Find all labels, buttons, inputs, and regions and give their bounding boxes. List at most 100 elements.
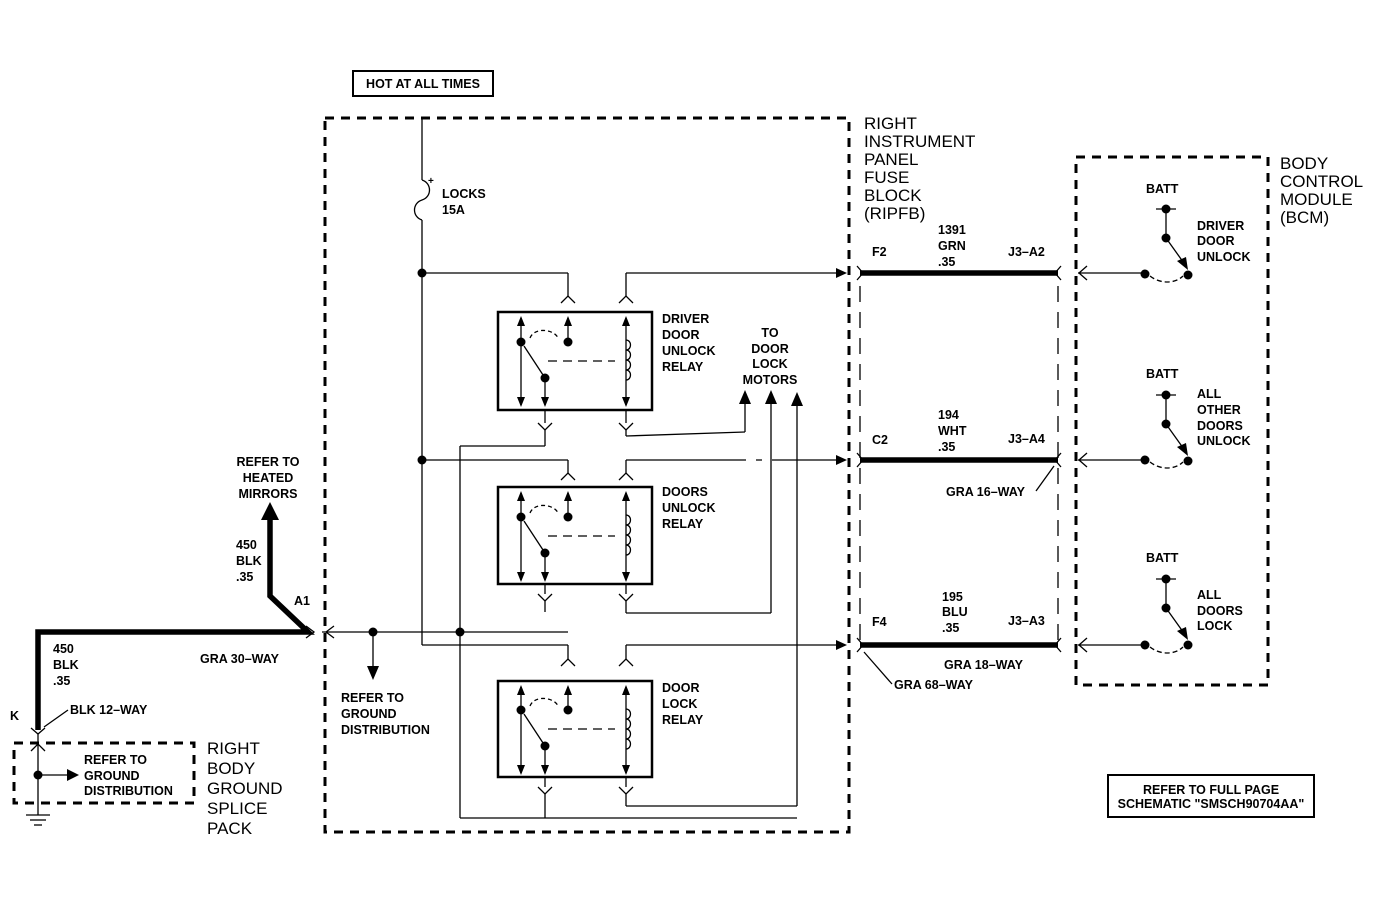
svg-text:.35: .35 — [236, 570, 253, 584]
splice-pack: REFER TO GROUND DISTRIBUTION RIGHT BODY … — [12, 734, 283, 838]
svg-text:RELAY: RELAY — [662, 517, 704, 531]
svg-text:BATT: BATT — [1146, 367, 1179, 381]
svg-text:GROUND: GROUND — [207, 779, 283, 798]
bcm-border — [1074, 155, 1270, 687]
svg-text:ALL: ALL — [1197, 387, 1222, 401]
svg-text:DOORS: DOORS — [1197, 419, 1243, 433]
svg-text:PACK: PACK — [207, 819, 253, 838]
fuse-icon — [413, 179, 431, 221]
svg-text:BLK 12–WAY: BLK 12–WAY — [70, 703, 148, 717]
svg-text:REFER TO: REFER TO — [341, 691, 404, 705]
svg-text:UNLOCK: UNLOCK — [1197, 434, 1250, 448]
svg-text:.35: .35 — [942, 621, 959, 635]
svg-text:F4: F4 — [872, 615, 887, 629]
svg-text:REFER TO FULL PAGE: REFER TO FULL PAGE — [1143, 783, 1279, 797]
svg-text:TO: TO — [761, 326, 778, 340]
svg-text:REFER TO: REFER TO — [84, 753, 147, 767]
bcm-switch-driver-door-unlock: BATT DRIVER DOOR UNLOCK — [1078, 182, 1250, 283]
svg-text:DOOR: DOOR — [1197, 234, 1235, 248]
bcm-switch-all-other-doors-unlock: BATT ALL OTHER DOORS UNLOCK — [1078, 367, 1250, 469]
svg-text:195: 195 — [942, 590, 963, 604]
ground-icon — [26, 814, 50, 826]
svg-text:GRA 68–WAY: GRA 68–WAY — [894, 678, 974, 692]
svg-text:DOOR: DOOR — [751, 342, 789, 356]
svg-text:OTHER: OTHER — [1197, 403, 1241, 417]
svg-text:CONTROL: CONTROL — [1280, 172, 1363, 191]
svg-text:FUSE: FUSE — [864, 168, 909, 187]
svg-text:PANEL: PANEL — [864, 150, 919, 169]
internal-wiring: TO DOOR LOCK MOTORS REFER TO GROUND DIST… — [322, 326, 803, 819]
svg-text:GRA 18–WAY: GRA 18–WAY — [944, 658, 1024, 672]
svg-text:WHT: WHT — [938, 424, 967, 438]
svg-text:C2: C2 — [872, 433, 888, 447]
fuse-block-border — [323, 116, 851, 834]
svg-text:BLK: BLK — [53, 658, 79, 672]
svg-text:+: + — [428, 176, 434, 187]
bcm-title: BODY CONTROL MODULE (BCM) — [1280, 154, 1363, 227]
svg-text:REFER TO: REFER TO — [237, 455, 300, 469]
svg-text:GROUND: GROUND — [84, 769, 140, 783]
svg-text:1391: 1391 — [938, 223, 966, 237]
svg-text:SPLICE: SPLICE — [207, 799, 267, 818]
svg-text:BATT: BATT — [1146, 551, 1179, 565]
svg-text:DOORS: DOORS — [662, 485, 708, 499]
svg-text:450: 450 — [236, 538, 257, 552]
footer-note: REFER TO FULL PAGE SCHEMATIC "SMSCH90704… — [1107, 774, 1315, 818]
svg-text:DRIVER: DRIVER — [1197, 219, 1244, 233]
svg-text:GRA 30–WAY: GRA 30–WAY — [200, 652, 280, 666]
svg-text:INSTRUMENT: INSTRUMENT — [864, 132, 975, 151]
relay-door-lock: DOOR LOCK RELAY — [496, 640, 847, 818]
svg-text:BLOCK: BLOCK — [864, 186, 922, 205]
svg-text:DOOR: DOOR — [662, 328, 700, 342]
svg-text:MODULE: MODULE — [1280, 190, 1353, 209]
svg-text:GROUND: GROUND — [341, 707, 397, 721]
svg-text:DOOR: DOOR — [662, 681, 700, 695]
svg-text:.35: .35 — [53, 674, 70, 688]
relay-driver-door-unlock: DRIVER DOOR UNLOCK RELAY — [496, 268, 847, 436]
svg-text:15A: 15A — [442, 203, 465, 217]
svg-text:RELAY: RELAY — [662, 360, 704, 374]
svg-text:194: 194 — [938, 408, 959, 422]
svg-text:J3–A2: J3–A2 — [1008, 245, 1045, 259]
relay-doors-unlock: DOORS UNLOCK RELAY — [496, 455, 847, 613]
svg-text:LOCK: LOCK — [662, 697, 697, 711]
svg-text:MIRRORS: MIRRORS — [238, 487, 297, 501]
svg-text:DRIVER: DRIVER — [662, 312, 709, 326]
svg-text:RELAY: RELAY — [662, 713, 704, 727]
svg-text:BLU: BLU — [942, 605, 968, 619]
svg-text:DISTRIBUTION: DISTRIBUTION — [84, 784, 173, 798]
svg-text:J3–A3: J3–A3 — [1008, 614, 1045, 628]
svg-text:.35: .35 — [938, 255, 955, 269]
ground-circuit-450: REFER TO HEATED MIRRORS 450 BLK .35 A1 G… — [10, 455, 316, 735]
svg-text:BATT: BATT — [1146, 182, 1179, 196]
hot-at-all-times-label: HOT AT ALL TIMES — [352, 70, 494, 97]
circuit-buses: F2 1391 GRN .35 J3–A2 C2 194 WHT .35 J3–… — [856, 223, 1062, 692]
svg-text:UNLOCK: UNLOCK — [662, 344, 715, 358]
svg-text:UNLOCK: UNLOCK — [662, 501, 715, 515]
svg-text:DOORS: DOORS — [1197, 604, 1243, 618]
svg-text:450: 450 — [53, 642, 74, 656]
svg-text:LOCK: LOCK — [1197, 619, 1232, 633]
svg-text:LOCK: LOCK — [752, 357, 787, 371]
bcm-switch-all-doors-lock: BATT ALL DOORS LOCK — [1078, 551, 1243, 654]
svg-text:BLK: BLK — [236, 554, 262, 568]
svg-text:SCHEMATIC "SMSCH90704AA": SCHEMATIC "SMSCH90704AA" — [1118, 797, 1305, 811]
svg-text:F2: F2 — [872, 245, 887, 259]
svg-text:(RIPFB): (RIPFB) — [864, 204, 925, 223]
power-feed: + LOCKS 15A — [413, 118, 568, 646]
svg-text:BODY: BODY — [1280, 154, 1328, 173]
svg-text:A1: A1 — [294, 594, 310, 608]
svg-text:UNLOCK: UNLOCK — [1197, 250, 1250, 264]
svg-text:ALL: ALL — [1197, 588, 1222, 602]
svg-text:GRA 16–WAY: GRA 16–WAY — [946, 485, 1026, 499]
fuse-block-title: RIGHT INSTRUMENT PANEL FUSE BLOCK (RIPFB… — [864, 114, 975, 223]
svg-text:HOT AT ALL TIMES: HOT AT ALL TIMES — [366, 77, 480, 91]
svg-text:DISTRIBUTION: DISTRIBUTION — [341, 723, 430, 737]
svg-text:GRN: GRN — [938, 239, 966, 253]
svg-text:MOTORS: MOTORS — [743, 373, 798, 387]
svg-text:J3–A4: J3–A4 — [1008, 432, 1045, 446]
svg-text:.35: .35 — [938, 440, 955, 454]
svg-text:RIGHT: RIGHT — [864, 114, 917, 133]
svg-text:BODY: BODY — [207, 759, 255, 778]
